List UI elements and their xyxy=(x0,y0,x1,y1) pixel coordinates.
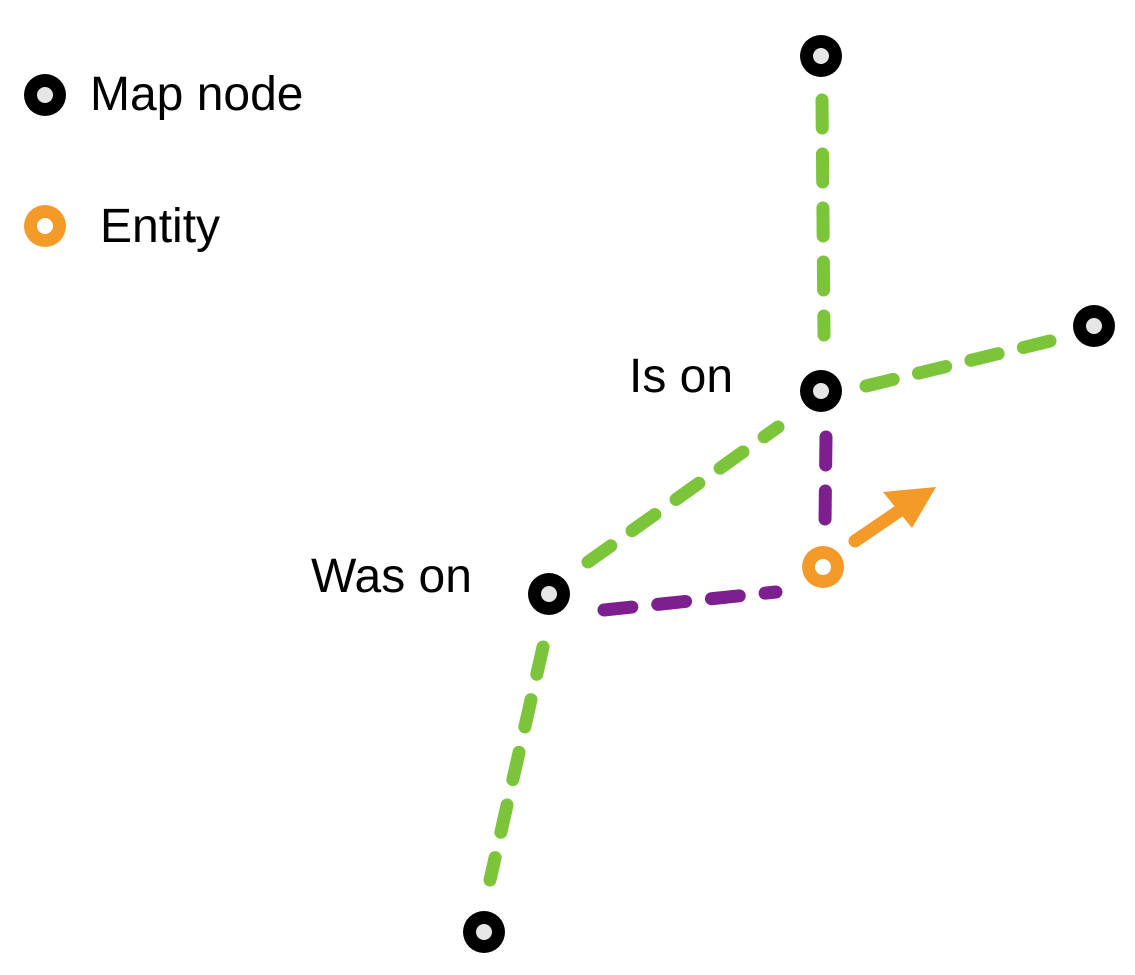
road-edges xyxy=(483,93,1057,887)
map-node-bottom xyxy=(463,911,505,953)
entity-node xyxy=(802,546,844,588)
was-on-label: Was on xyxy=(311,550,472,603)
map-node-is-on xyxy=(800,370,842,412)
legend-map-node-label: Map node xyxy=(90,68,304,121)
is-on-label: Is on xyxy=(629,350,733,403)
relation-edges xyxy=(597,430,833,617)
map-node-was-on xyxy=(528,573,570,615)
legend: Map node Entity xyxy=(24,68,304,253)
is-on-relation-edge xyxy=(818,430,833,529)
map-node-top xyxy=(800,35,842,77)
road-edge-diagonal xyxy=(581,420,785,569)
road-edge-bottom xyxy=(483,640,550,887)
map-node-right xyxy=(1073,305,1115,347)
road-edge-right xyxy=(859,334,1057,393)
was-on-relation-edge xyxy=(597,585,783,617)
entity-heading-arrow xyxy=(848,487,936,548)
road-edge-top xyxy=(815,93,831,342)
legend-map-node-icon xyxy=(24,74,66,116)
map-nodes xyxy=(463,35,1115,953)
legend-entity-label: Entity xyxy=(100,200,220,253)
legend-entity-icon xyxy=(24,205,66,247)
